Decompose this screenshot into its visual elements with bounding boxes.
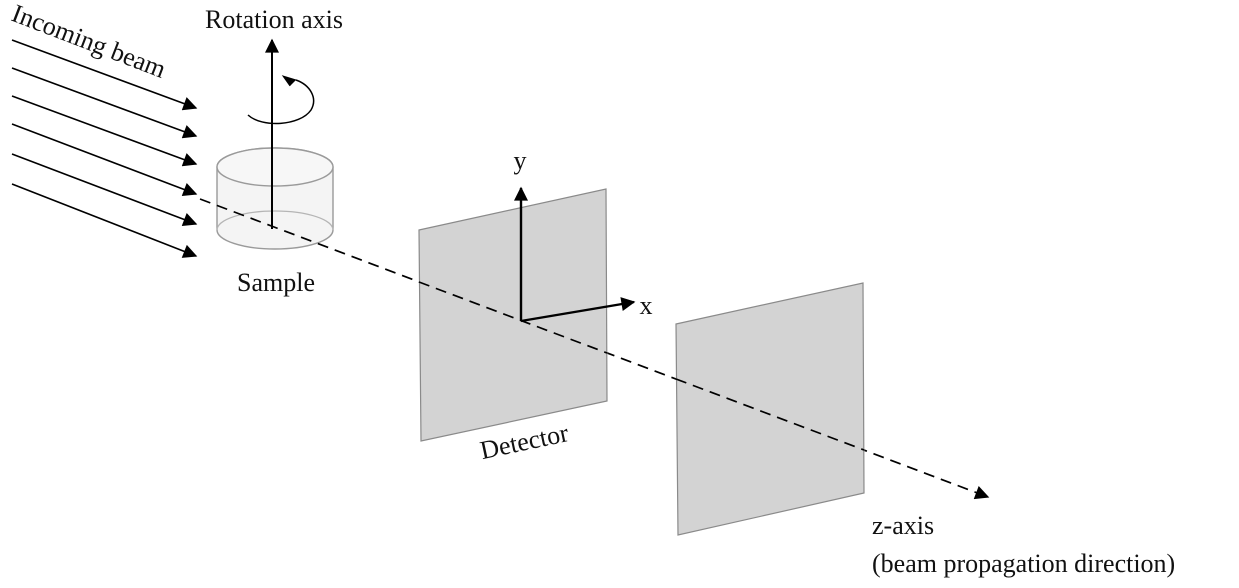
detector-axes — [514, 186, 636, 323]
cylinder-top — [216, 147, 334, 187]
x-axis-arrow — [520, 297, 636, 323]
detector-panel-1 — [418, 188, 608, 442]
beam-ray-1 — [11, 39, 198, 111]
rotation-axis-label: Rotation axis — [205, 5, 343, 34]
z-axis-segment-on-panel-2 — [675, 378, 865, 451]
beam-ray-6 — [11, 183, 198, 258]
z-axis-segment-on-detector — [418, 281, 608, 354]
detector-panel-2 — [675, 282, 865, 536]
x-axis-label: x — [640, 291, 653, 320]
incoming-beam-arrows — [11, 39, 198, 258]
sample-cylinder — [216, 147, 334, 250]
incoming-beam-label: Incoming beam — [8, 0, 170, 84]
z-axis-note-label: (beam propagation direction) — [872, 549, 1175, 578]
z-axis-label: z-axis — [872, 511, 934, 540]
beam-ray-3 — [11, 95, 198, 167]
beam-ray-2 — [11, 67, 198, 139]
rotation-arrow-icon — [247, 75, 315, 125]
sample-label: Sample — [237, 268, 315, 297]
cylinder-bottom-back — [216, 210, 334, 231]
y-axis-label: y — [514, 146, 527, 175]
beam-ray-4 — [11, 123, 198, 197]
beam-ray-5 — [11, 153, 198, 227]
